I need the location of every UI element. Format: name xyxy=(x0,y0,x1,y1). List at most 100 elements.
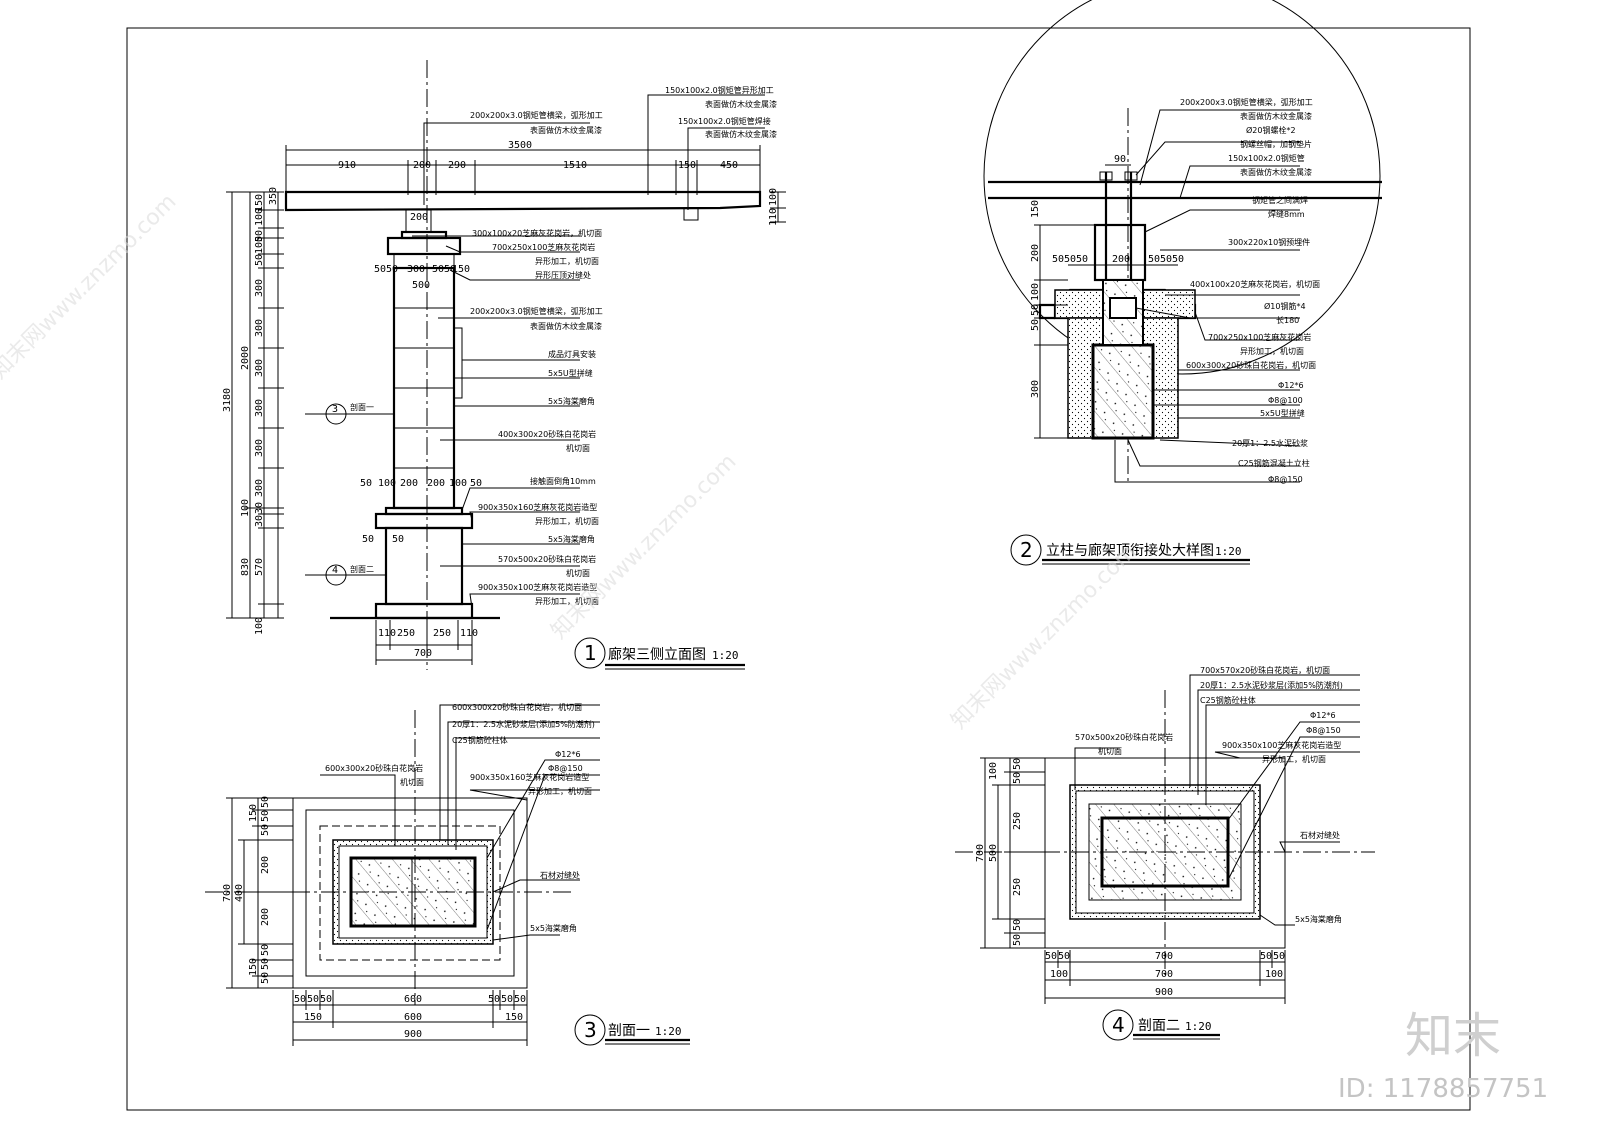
note: 20厚1：2.5水泥砂浆层(添加5%防潮剂) xyxy=(452,719,595,729)
dim: 150 xyxy=(248,804,259,822)
section-label: 剖面一 xyxy=(350,402,374,412)
note: 成品灯具安装 xyxy=(548,349,596,359)
dim: 50 xyxy=(260,958,271,970)
note: 表面做仿木纹金属漆 xyxy=(705,99,777,109)
note: 异形压顶对缝处 xyxy=(535,270,591,280)
dim-total: 2000 xyxy=(240,346,251,370)
detail-drawing xyxy=(983,0,1382,566)
note: Φ8@150 xyxy=(1268,475,1303,484)
dim-total: 700 xyxy=(222,884,233,902)
dim-290: 290 xyxy=(448,160,466,171)
note: 200x200x3.0钢矩管横梁，弧形加工 xyxy=(470,110,603,120)
dim: 50 xyxy=(260,796,271,808)
dim-inner: 100 xyxy=(449,478,467,489)
note: Φ8@100 xyxy=(1268,396,1303,405)
sheet-border xyxy=(126,27,1471,1111)
note: 钢螺丝帽，加钢垫片 xyxy=(1240,139,1312,149)
dim-inner: 50 xyxy=(392,534,404,545)
drawing-scale-1: 1:20 xyxy=(712,649,739,662)
note: 150x100x2.0钢矩管 xyxy=(1228,153,1305,163)
dim-left: 300 xyxy=(254,439,265,457)
dim: 50 xyxy=(1012,772,1023,784)
dim: 100 xyxy=(988,762,999,780)
dim-inner: 50 xyxy=(386,264,398,275)
note: 异形加工，机切面 xyxy=(535,256,599,266)
dim: 600 xyxy=(404,994,422,1005)
dim-150: 150 xyxy=(678,160,696,171)
dim: 50 xyxy=(1058,951,1070,962)
drawing-title-3: 剖面一 xyxy=(608,1023,650,1039)
dim-inner: 50 xyxy=(374,264,386,275)
dim-left: 100 xyxy=(240,499,251,517)
note: 570x500x20砂珠白花岗岩 xyxy=(1075,732,1173,742)
watermark-id: ID: 1178857751 xyxy=(1338,1074,1548,1104)
dim-left: 150 xyxy=(254,194,265,212)
dim-right: 100 xyxy=(768,188,779,206)
note: 表面做仿木纹金属漆 xyxy=(1240,167,1312,177)
dim-inner: 500 xyxy=(412,280,430,291)
dim: 150 xyxy=(505,1012,523,1023)
dim-total: 830 xyxy=(240,558,251,576)
drawing-scale-3: 1:20 xyxy=(655,1025,682,1038)
dim: 150 xyxy=(304,1012,322,1023)
dim-left: 300 xyxy=(254,479,265,497)
dim-total: 700 xyxy=(975,844,986,862)
dim-left: 100 xyxy=(254,236,265,254)
dim-total: 900 xyxy=(1155,987,1173,998)
note: 石材对缝处 xyxy=(1300,830,1340,840)
note: 900x350x100芝麻灰花岗岩造型 xyxy=(478,582,597,592)
note: 700x250x100芝麻灰花岗岩 xyxy=(1208,332,1311,342)
note: 钢矩管之间满焊 xyxy=(1252,195,1308,205)
dim: 50 xyxy=(1012,919,1023,931)
dim-left: 300 xyxy=(254,359,265,377)
dim-inner: 150 xyxy=(452,264,470,275)
note: 5x5U型拼缝 xyxy=(1260,408,1305,418)
note: 5x5海棠磨角 xyxy=(548,534,595,544)
dim-inner: 50 xyxy=(360,478,372,489)
dim: 300 xyxy=(1030,380,1041,398)
dim-left: 300 xyxy=(254,279,265,297)
note: Φ12*6 xyxy=(1278,381,1304,390)
dim-inner: 100 xyxy=(378,478,396,489)
dim: 100 xyxy=(1265,969,1283,980)
note: 600x300x20砂珠白花岗岩 xyxy=(325,763,423,773)
dim-inner: 50 xyxy=(432,264,444,275)
dim: 100 xyxy=(1050,969,1068,980)
note: 900x350x160芝麻灰花岗岩造型 xyxy=(470,772,589,782)
drawing-number-4: 4 xyxy=(1112,1013,1125,1037)
note: 600x300x20砂珠白花岗岩，机切面 xyxy=(1186,360,1316,370)
dim-left: 300 xyxy=(254,399,265,417)
dim: 50 xyxy=(307,994,319,1005)
note: 200x200x3.0钢矩管横梁，弧形加工 xyxy=(1180,97,1313,107)
dim: 250 xyxy=(1012,812,1023,830)
dim-total: 3180 xyxy=(222,388,233,412)
dim-inner: 200 xyxy=(400,478,418,489)
note: 异形加工，机切面 xyxy=(535,596,599,606)
section-number: 4 xyxy=(332,565,338,576)
note: 表面做仿木纹金属漆 xyxy=(530,321,602,331)
dim-inner: 300 xyxy=(407,264,425,275)
note: 接触面倒角10mm xyxy=(530,476,596,486)
note: 5x5海棠磨角 xyxy=(548,396,595,406)
dim: 50 xyxy=(1012,934,1023,946)
note: 700x250x100芝麻灰花岗岩 xyxy=(492,242,595,252)
dim: 700 xyxy=(1155,951,1173,962)
note: 异形加工，机切面 xyxy=(1240,346,1304,356)
dim-right: 110 xyxy=(768,208,779,226)
dim: 50 xyxy=(501,994,513,1005)
dim-left: 30 xyxy=(254,515,265,527)
note: 570x500x20砂珠白花岗岩 xyxy=(498,554,596,564)
elevation-drawing xyxy=(226,60,786,670)
dim: 50 xyxy=(1030,319,1041,331)
note: Φ8@150 xyxy=(1306,726,1341,735)
dim: 150 xyxy=(248,958,259,976)
dim: 50 xyxy=(1064,254,1076,265)
note: 异形加工，机切面 xyxy=(528,786,592,796)
dim-bottom: 110 xyxy=(460,628,478,639)
dim-200: 200 xyxy=(413,160,431,171)
note: Φ12*6 xyxy=(555,750,581,759)
note: 表面做仿木纹金属漆 xyxy=(705,129,777,139)
note: 300x220x10钢预埋件 xyxy=(1228,237,1310,247)
dim-450: 450 xyxy=(720,160,738,171)
